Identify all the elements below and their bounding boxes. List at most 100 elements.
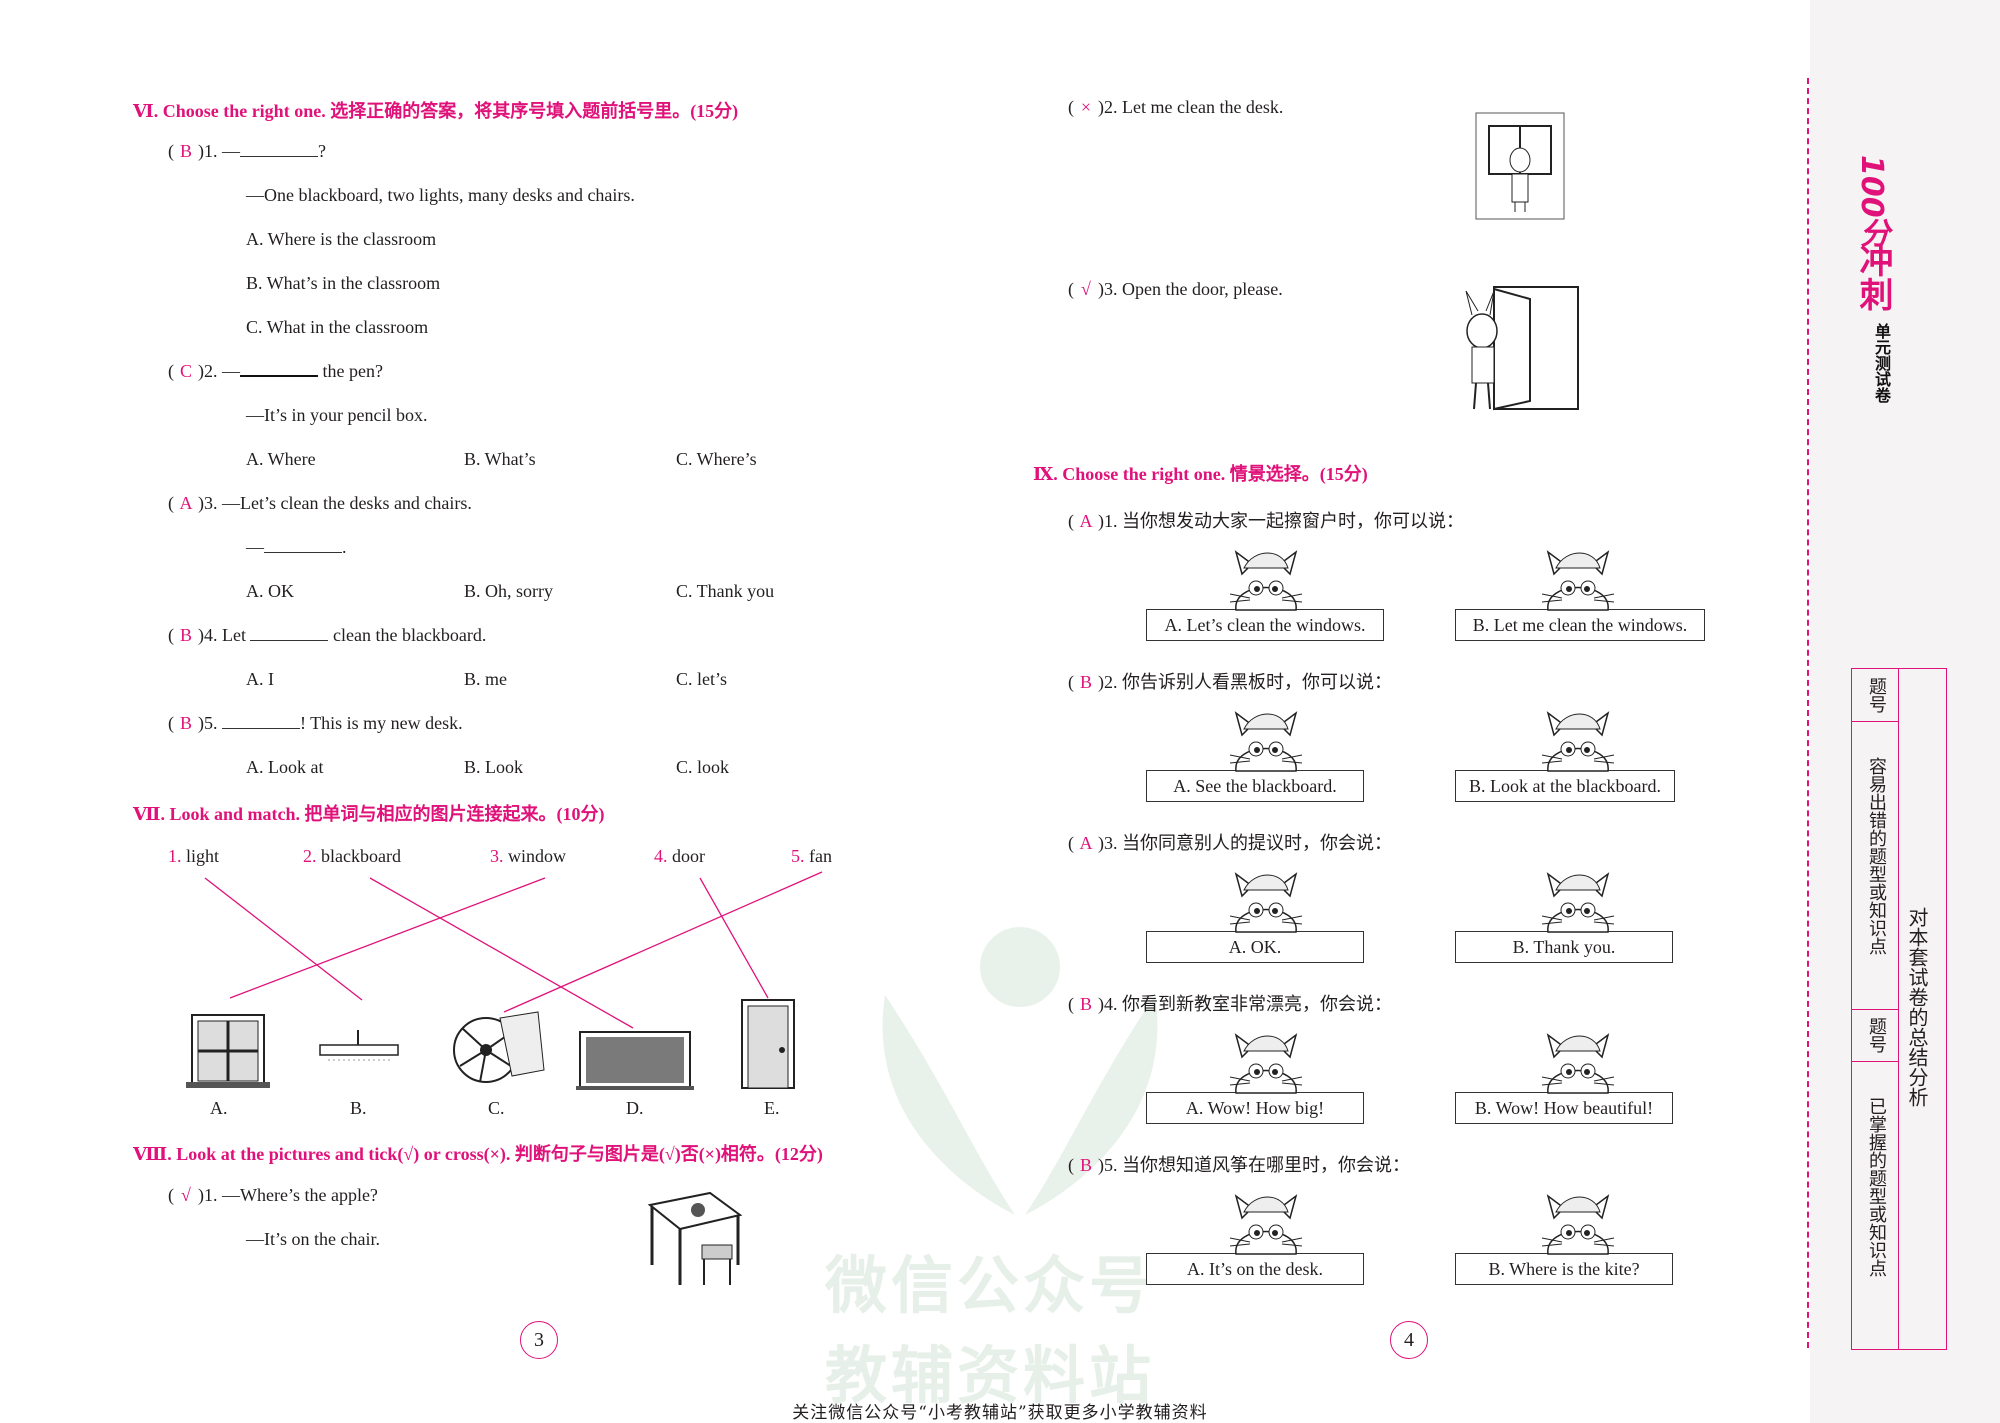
q9-5-option-a: A. It’s on the desk.: [1146, 1253, 1364, 1285]
cat-illustrations: [1229, 551, 1615, 1255]
table-divider: [1852, 1009, 1898, 1010]
cat-icon: [1541, 551, 1615, 611]
q6-1-option-c: C. What in the classroom: [246, 317, 429, 337]
q-text: )2. 你告诉别人看黑板时，你可以说：: [1098, 672, 1392, 692]
match-line-fan: [503, 871, 823, 1013]
answer-mark: B: [1079, 994, 1092, 1014]
open-door-picture: [1465, 286, 1579, 411]
blank-line: [222, 714, 300, 729]
cat-icon: [1229, 1195, 1303, 1255]
q6-3-reply: —.: [246, 537, 347, 557]
watermark-line2: 教辅资料站: [825, 1339, 1156, 1412]
q-text: )4. 你看到新教室非常漂亮，你会说：: [1098, 994, 1392, 1014]
q6-4-option-b: B. me: [464, 669, 507, 689]
page-number-left: 3: [520, 1321, 558, 1359]
brand-name: 冲刺: [1853, 243, 1893, 311]
word-window: 3. window: [490, 846, 566, 867]
match-line-blackboard: [369, 877, 634, 1029]
right-sidebar: [1810, 0, 2000, 1423]
word-text: blackboard: [321, 846, 401, 866]
q-text: )1. —: [198, 141, 240, 161]
q9-2-option-a: A. See the blackboard.: [1146, 770, 1364, 802]
answer-mark: C: [179, 361, 192, 381]
answer-mark: B: [1079, 1155, 1092, 1175]
q9-3-option-b: B. Thank you.: [1455, 931, 1673, 963]
q9-5: (B)5. 当你想知道风筝在哪里时，你会说：: [1068, 1155, 1410, 1175]
blackboard-picture: [576, 1031, 694, 1090]
q9-4: (B)4. 你看到新教室非常漂亮，你会说：: [1068, 994, 1392, 1014]
q6-5-option-b: B. Look: [464, 757, 524, 777]
q6-1: (B)1. —?: [168, 141, 326, 161]
q6-2-option-c: C. Where’s: [676, 449, 757, 469]
desk-chair-picture: [647, 1191, 743, 1285]
word-number: 4.: [654, 846, 668, 866]
q6-2-option-b: B. What’s: [464, 449, 536, 469]
word-text: door: [672, 846, 705, 866]
q8-2: (×)2. Let me clean the desk.: [1068, 97, 1284, 117]
answer-mark: √: [181, 1185, 191, 1205]
pic-label-c: C.: [488, 1098, 505, 1118]
watermark-line1: 微信公众号: [825, 1249, 1156, 1322]
answer-mark: A: [179, 493, 193, 513]
q8-1: (√)1. —Where’s the apple?: [168, 1185, 378, 1205]
cat-icon: [1541, 712, 1615, 772]
reply-dash: —: [246, 537, 264, 557]
q-tail: the pen?: [322, 361, 383, 381]
q-tail: clean the blackboard.: [332, 625, 487, 645]
q-text: )5. 当你想知道风筝在哪里时，你会说：: [1098, 1155, 1410, 1175]
window-picture: [186, 1014, 270, 1088]
word-text: light: [186, 846, 220, 866]
q-tail: ?: [318, 141, 326, 161]
q6-3-option-c: C. Thank you: [676, 581, 775, 601]
q6-4: (B)4. Let clean the blackboard.: [168, 625, 487, 645]
match-drawing: [186, 871, 823, 1090]
q-text: )1. —Where’s the apple?: [198, 1185, 378, 1205]
answer-mark: B: [179, 625, 192, 645]
footer-note: 关注微信公众号“小考教辅站”获取更多小学教辅资料: [792, 1403, 1208, 1423]
word-light: 1. light: [168, 846, 219, 867]
word-fan: 5. fan: [791, 846, 832, 867]
q6-5: (B)5. ! This is my new desk.: [168, 713, 463, 733]
blank-line: [264, 538, 342, 553]
table-divider: [1852, 1061, 1898, 1062]
q-text: )5.: [198, 713, 218, 733]
analysis-table: 对本套试卷的总结分析 题号 容易出错的题型或知识点 题号 已掌握的题型或知识点: [1851, 668, 1947, 1350]
q9-5-option-b: B. Where is the kite?: [1455, 1253, 1673, 1285]
brand-score: 100分: [1854, 155, 1889, 248]
q6-1-option-a: A. Where is the classroom: [246, 229, 437, 249]
q9-3-option-a: A. OK.: [1146, 931, 1364, 963]
fan-picture: [453, 1011, 545, 1083]
answer-mark: ×: [1080, 97, 1092, 117]
answer-mark: B: [179, 713, 192, 733]
match-line-window: [229, 877, 546, 999]
q6-2-option-a: A. Where: [246, 449, 316, 469]
blank-line: [250, 626, 329, 641]
answer-mark: A: [1079, 511, 1093, 531]
section-9-title: Ⅸ. Choose the right one. 情景选择。(15分): [1033, 464, 1368, 484]
q6-5-option-a: A. Look at: [246, 757, 324, 777]
section-7-title: Ⅶ. Look and match. 把单词与相应的图片连接起来。(10分): [133, 804, 605, 824]
clean-window-picture: [1475, 112, 1565, 220]
table-divider: [1852, 721, 1898, 722]
q9-2-option-b: B. Look at the blackboard.: [1455, 770, 1675, 802]
pic-label-e: E.: [764, 1098, 780, 1118]
pic-label-a: A.: [210, 1098, 228, 1118]
word-blackboard: 2. blackboard: [303, 846, 401, 867]
q-text: )3. Open the door, please.: [1098, 279, 1283, 299]
q9-1-option-b: B. Let me clean the windows.: [1455, 609, 1705, 641]
light-picture: [319, 1030, 399, 1061]
section-8-title: Ⅷ. Look at the pictures and tick(√) or c…: [133, 1144, 823, 1164]
blank-line: [240, 142, 318, 157]
match-line-door: [699, 877, 769, 999]
blank-line: [240, 361, 318, 377]
answer-mark: B: [1079, 672, 1092, 692]
q-text: )2. —: [198, 361, 240, 381]
match-line-light: [204, 877, 363, 1001]
watermark-logo: [882, 927, 1158, 1215]
q-text: )3. —Let’s clean the desks and chairs.: [198, 493, 472, 513]
q8-1-reply: —It’s on the chair.: [246, 1229, 380, 1249]
q6-2: (C)2. — the pen?: [168, 361, 383, 381]
q9-1-option-a: A. Let’s clean the windows.: [1146, 609, 1384, 641]
word-number: 1.: [168, 846, 182, 866]
q6-3-option-a: A. OK: [246, 581, 294, 601]
